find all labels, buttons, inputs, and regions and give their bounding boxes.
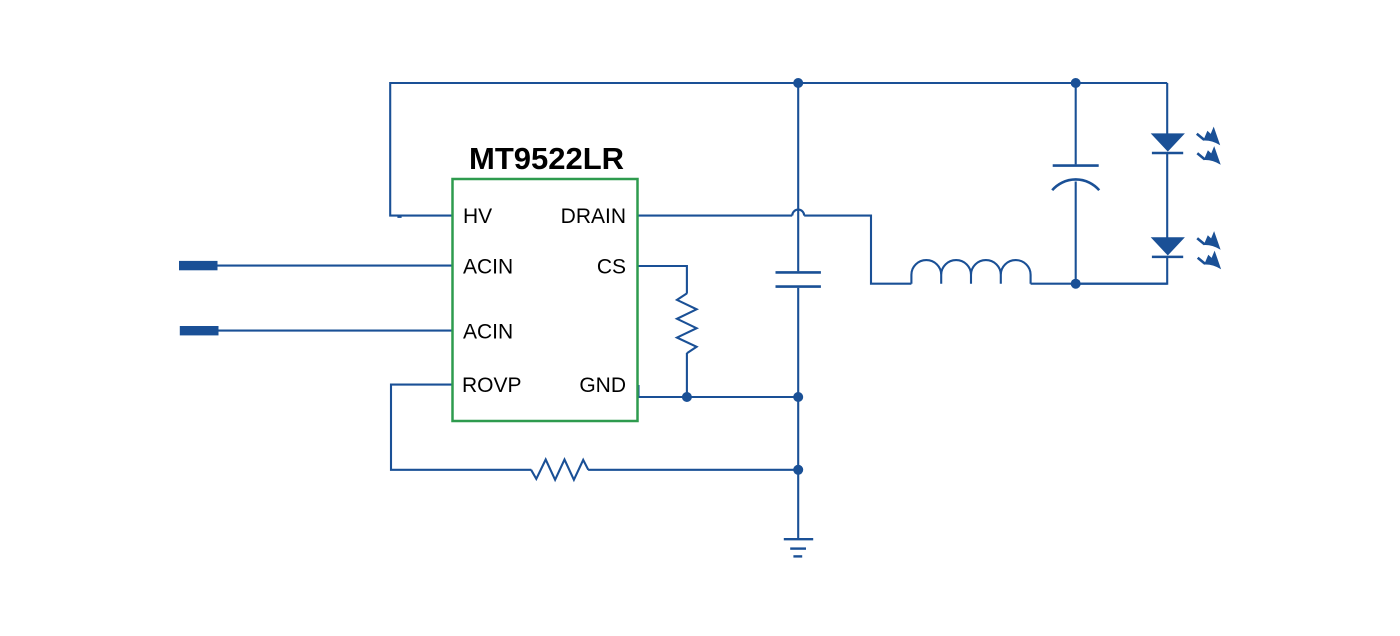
svg-text:CS: CS [597, 256, 626, 279]
svg-text:HV: HV [463, 205, 492, 228]
svg-text:ROVP: ROVP [462, 374, 522, 397]
svg-text:ACIN: ACIN [463, 256, 513, 279]
svg-text:DRAIN: DRAIN [561, 205, 626, 228]
svg-text:MT9522LR: MT9522LR [469, 141, 624, 176]
svg-text:GND: GND [579, 374, 626, 397]
svg-text:ACIN: ACIN [463, 321, 513, 344]
